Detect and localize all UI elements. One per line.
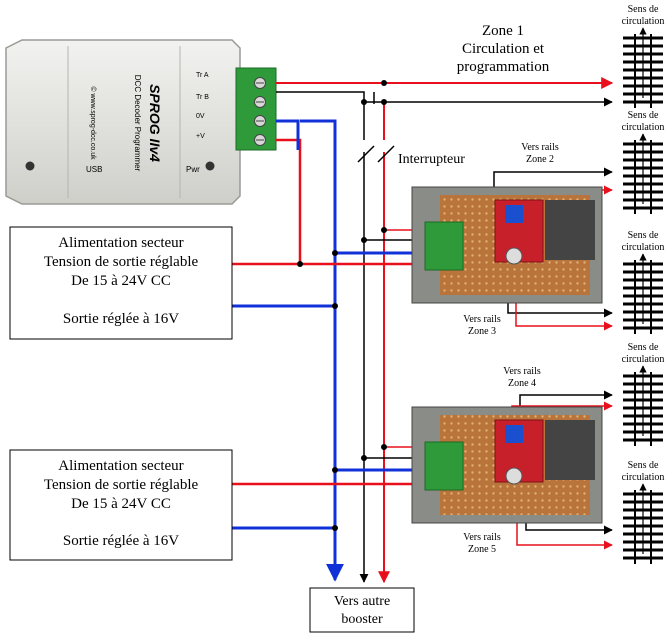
- zone1-label-line1: Zone 1: [482, 23, 524, 39]
- sprog-terminal-0v: 0V: [196, 113, 205, 120]
- zone1-label-line3: programmation: [457, 59, 550, 75]
- zone2-label-line1: Vers rails: [521, 142, 559, 153]
- sprog-title: SPROG IIv4: [147, 84, 163, 162]
- zone3-label-line2: Zone 3: [468, 326, 496, 337]
- booster-line2: booster: [341, 612, 383, 627]
- booster-line1: Vers autre: [334, 594, 390, 609]
- booster-board-2: [411, 406, 603, 524]
- sens-label-line1: Sens de: [628, 4, 659, 15]
- sprog-terminal-plusv: +V: [196, 133, 205, 140]
- sprog-subtitle: DCC Decoder Programmer: [133, 75, 142, 172]
- sens-label-line2: circulation: [622, 242, 665, 253]
- sens-label-line1: Sens de: [628, 230, 659, 241]
- sens-label-line2: circulation: [622, 472, 665, 483]
- power-supply-box-2: Alimentation secteur Tension de sortie r…: [9, 449, 233, 561]
- supply2-line3: De 15 à 24V CC: [71, 496, 171, 512]
- sens-label-line1: Sens de: [628, 460, 659, 471]
- sens-label-line2: circulation: [622, 354, 665, 365]
- power-supply-box-1: Alimentation secteur Tension de sortie r…: [9, 226, 233, 340]
- sprog-usb-label: USB: [86, 165, 102, 174]
- zone5-label-line1: Vers rails: [463, 532, 501, 543]
- zone4-label-line2: Zone 4: [508, 378, 536, 389]
- zone4-label-line1: Vers rails: [503, 366, 541, 377]
- sens-label-line2: circulation: [622, 122, 665, 133]
- booster-board-1: [411, 186, 603, 304]
- sprog-terminal-trb: Tr B: [196, 94, 209, 101]
- sprog-terminal-tra: Tr A: [196, 72, 209, 79]
- supply2-output: Sortie réglée à 16V: [63, 533, 179, 549]
- usb-led-icon: [25, 161, 35, 171]
- wires: [232, 77, 614, 584]
- sens-label-line1: Sens de: [628, 110, 659, 121]
- sprog-device: SPROG IIv4 DCC Decoder Programmer © www.…: [5, 39, 277, 205]
- supply2-line2: Tension de sortie réglable: [44, 477, 199, 493]
- junction-dots: [297, 80, 387, 531]
- interrupteur-label: Interrupteur: [398, 152, 465, 167]
- sens-label-line1: Sens de: [628, 342, 659, 353]
- supply2-line1: Alimentation secteur: [58, 458, 183, 474]
- zone2-label-line2: Zone 2: [526, 154, 554, 165]
- supply1-line1: Alimentation secteur: [58, 235, 183, 251]
- supply1-line3: De 15 à 24V CC: [71, 273, 171, 289]
- zone1-label-line2: Circulation et: [462, 41, 545, 57]
- supply1-output: Sortie réglée à 16V: [63, 311, 179, 327]
- supply1-line2: Tension de sortie réglable: [44, 254, 199, 270]
- zone5-label-line2: Zone 5: [468, 544, 496, 555]
- switch-symbol: [357, 140, 395, 163]
- other-booster-box: Vers autre booster: [309, 587, 415, 633]
- sprog-pwr-label: Pwr: [186, 165, 200, 174]
- pwr-led-icon: [205, 161, 215, 171]
- sprog-website: © www.sprog-dcc.co.uk: [89, 86, 97, 160]
- zone3-label-line1: Vers rails: [463, 314, 501, 325]
- sens-label-line2: circulation: [622, 16, 665, 27]
